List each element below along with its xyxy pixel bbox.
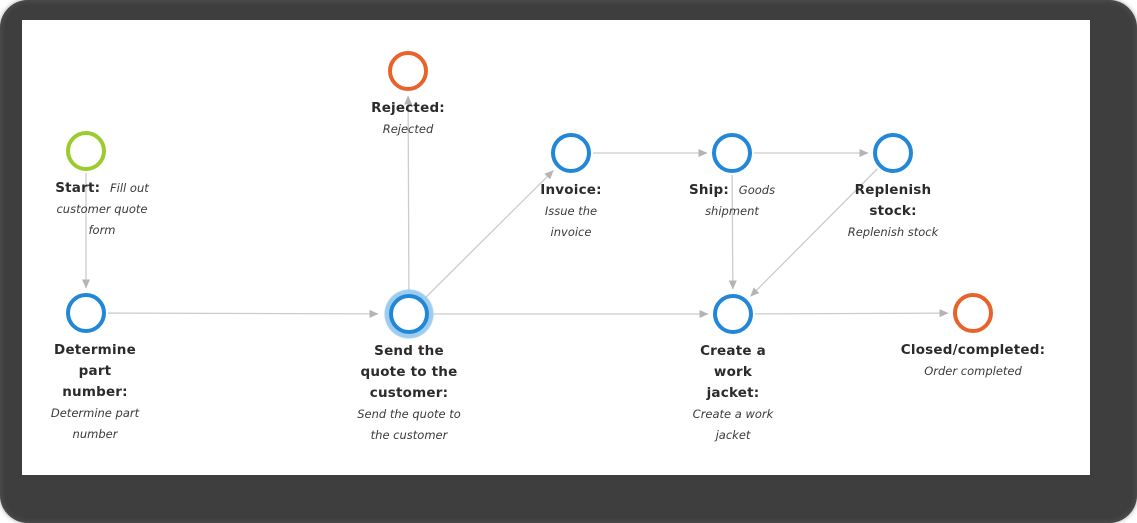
- node-start-label: Start: Fill out customer quote form: [44, 178, 160, 241]
- node-start-description: Fill out customer quote form: [56, 181, 149, 237]
- node-send-label: Send the quote to the customer: Send the …: [356, 341, 462, 446]
- node-invoice-description: Issue the invoice: [544, 204, 598, 239]
- node-invoice-name: Invoice:: [540, 182, 602, 198]
- node-rejected-label: Rejected: Rejected: [353, 98, 463, 140]
- node-ship-circle[interactable]: [712, 133, 752, 173]
- node-determine-circle[interactable]: [66, 293, 106, 333]
- node-send-circle[interactable]: [389, 294, 429, 334]
- node-start-circle[interactable]: [66, 131, 106, 171]
- node-determine-description: Determine part number: [50, 406, 140, 441]
- node-send-description: Send the quote to the customer: [357, 407, 461, 442]
- node-closed-description: Order completed: [924, 364, 1022, 378]
- node-send-name: Send the quote to the customer:: [360, 343, 458, 401]
- node-invoice-label: Invoice: Issue the invoice: [525, 180, 617, 243]
- node-determine-name: Determine part number:: [54, 342, 136, 400]
- node-rejected-circle[interactable]: [388, 51, 428, 91]
- node-closed-name: Closed/completed:: [900, 342, 1046, 358]
- node-create-label: Create a work jacket: Create a work jacke…: [691, 341, 775, 446]
- node-ship-label: Ship: Goods shipment: [677, 180, 787, 222]
- node-replenish-circle[interactable]: [873, 133, 913, 173]
- node-ship-name: Ship:: [688, 182, 729, 198]
- node-create-circle[interactable]: [713, 294, 753, 334]
- node-closed-label: Closed/completed: Order completed: [888, 340, 1058, 382]
- node-replenish-name: Replenish stock:: [854, 182, 932, 219]
- node-rejected-name: Rejected:: [371, 100, 445, 116]
- node-replenish-label: Replenish stock: Replenish stock: [840, 180, 946, 243]
- node-rejected-description: Rejected: [382, 122, 434, 136]
- node-start-name: Start:: [55, 180, 101, 196]
- diagram-canvas: [22, 20, 1090, 475]
- node-determine-label: Determine part number: Determine part num…: [49, 340, 141, 445]
- node-ship-description: Goods shipment: [705, 183, 776, 218]
- node-invoice-circle[interactable]: [551, 133, 591, 173]
- node-replenish-description: Replenish stock: [847, 225, 939, 239]
- node-create-name: Create a work jacket:: [700, 343, 766, 401]
- node-closed-circle[interactable]: [953, 293, 993, 333]
- node-create-description: Create a work jacket: [692, 407, 774, 442]
